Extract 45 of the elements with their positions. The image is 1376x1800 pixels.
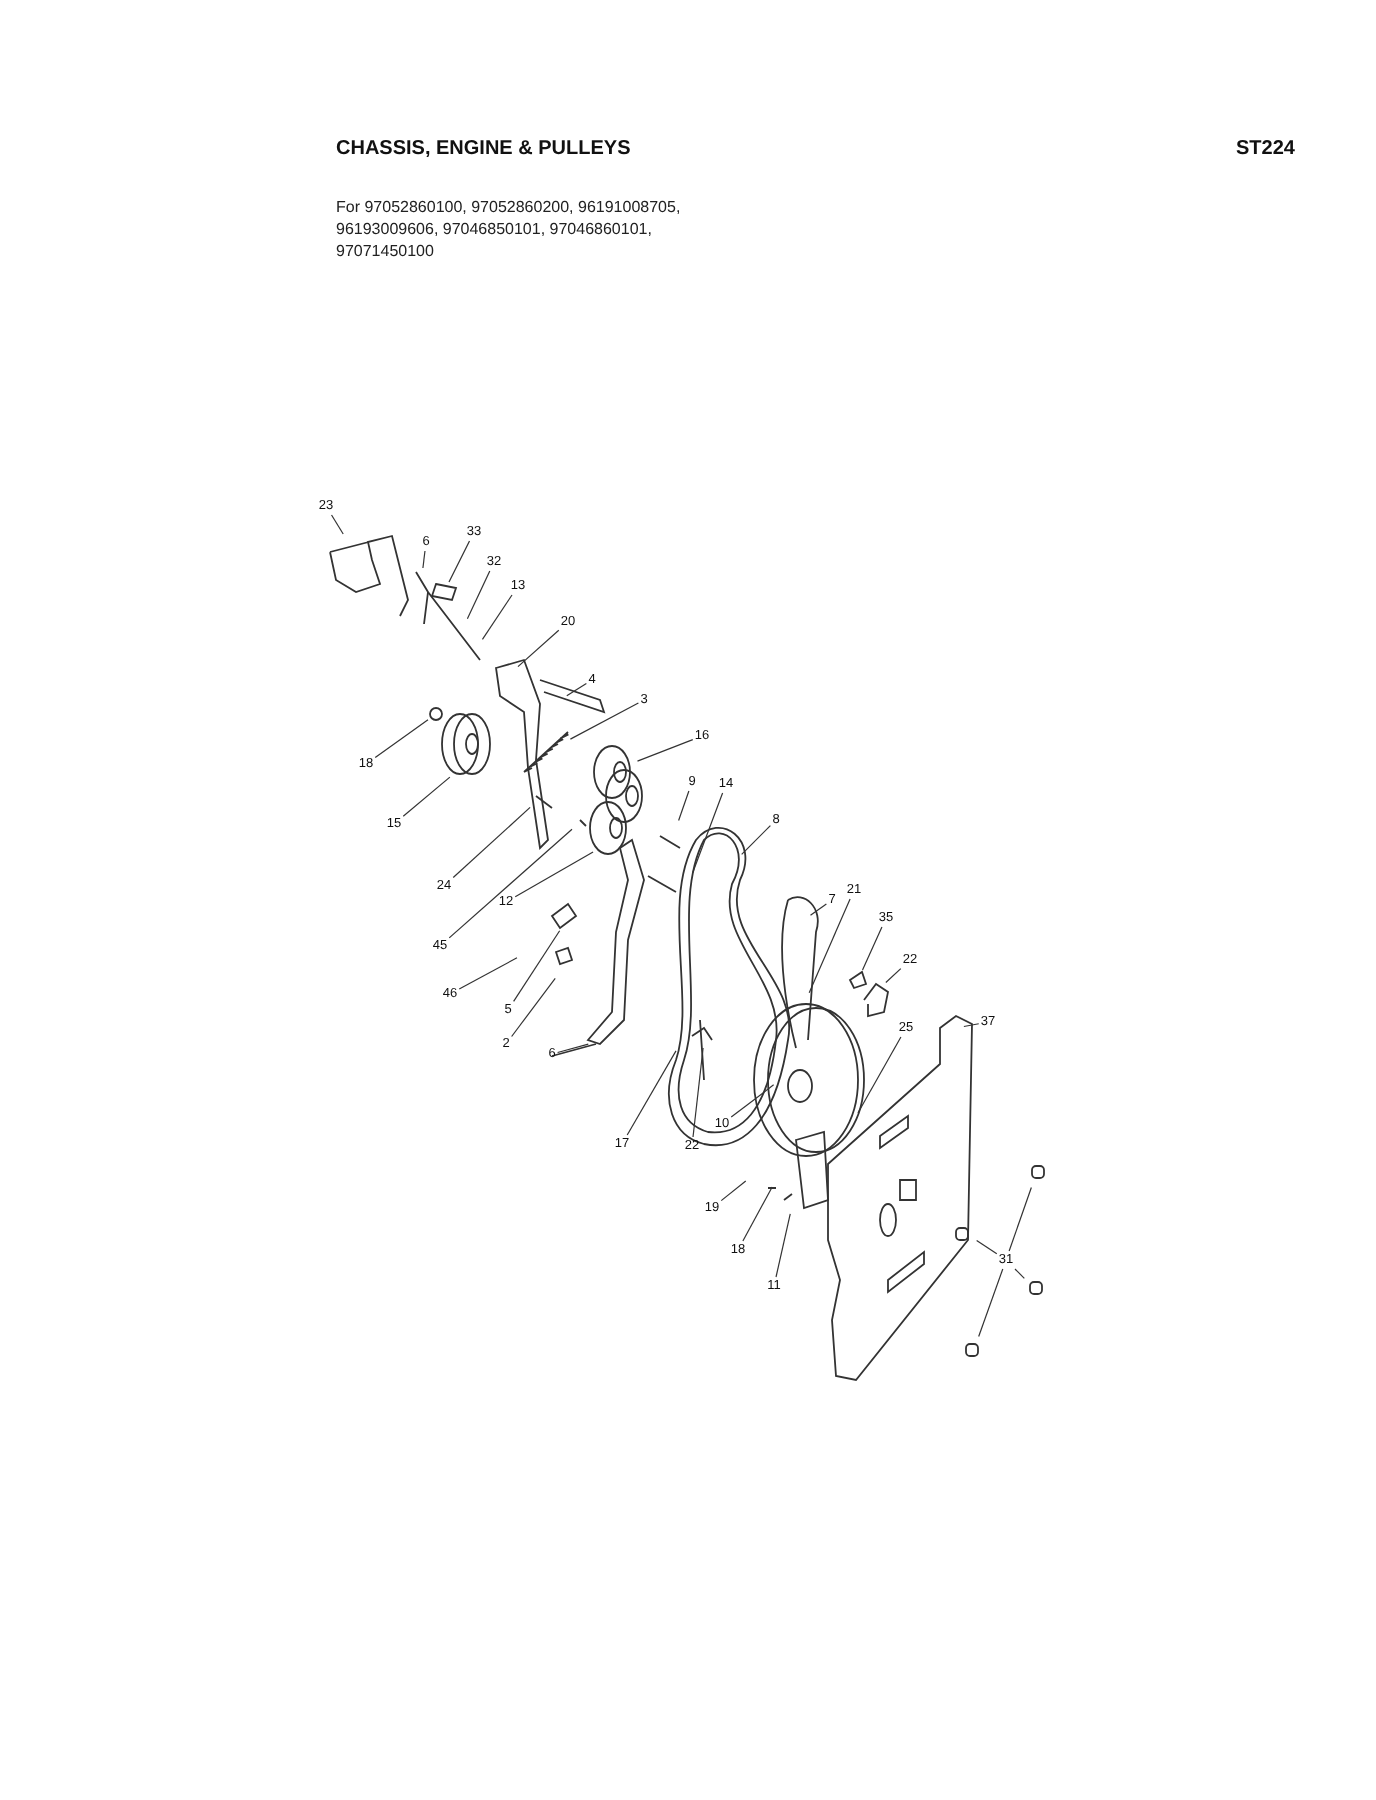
leader-line bbox=[466, 570, 491, 620]
leader-line bbox=[566, 682, 587, 697]
leader-line bbox=[636, 739, 694, 762]
leader-line bbox=[861, 926, 883, 971]
leader-line bbox=[742, 1186, 773, 1242]
page-title: CHASSIS, ENGINE & PULLEYS bbox=[336, 138, 631, 160]
leader-line bbox=[978, 1268, 1004, 1338]
leader-line bbox=[1014, 1268, 1025, 1279]
leader-line bbox=[775, 1213, 791, 1278]
bracket-part bbox=[329, 534, 409, 617]
leader-line bbox=[374, 719, 429, 758]
leader-line bbox=[448, 540, 471, 583]
leader-line bbox=[452, 806, 531, 879]
leader-line bbox=[809, 903, 827, 916]
leader-line bbox=[514, 851, 594, 898]
leader-line bbox=[692, 1047, 704, 1138]
leader-line bbox=[458, 957, 518, 990]
leader-line bbox=[517, 629, 560, 668]
model-number-note: For 97052860100, 97052860200, 96191008705, 96193009606, 97046850101, 97046860101, 97071450100 bbox=[336, 196, 683, 262]
leader-line bbox=[857, 1036, 902, 1114]
washer-part bbox=[429, 707, 443, 721]
leader-line bbox=[330, 514, 344, 535]
spring-part bbox=[523, 731, 570, 773]
leader-line bbox=[741, 825, 771, 855]
leader-line bbox=[976, 1239, 998, 1255]
leader-line bbox=[692, 792, 724, 874]
leader-line bbox=[626, 1050, 677, 1136]
leader-line bbox=[720, 1180, 747, 1202]
leader-line bbox=[402, 776, 451, 817]
nut-part bbox=[848, 970, 868, 990]
plate-part bbox=[430, 582, 458, 602]
leader-line bbox=[808, 898, 851, 994]
leader-line bbox=[557, 1043, 589, 1054]
leader-line bbox=[963, 1023, 980, 1028]
leader-line bbox=[730, 1084, 775, 1118]
leader-line bbox=[422, 550, 426, 569]
leader-line bbox=[513, 930, 561, 1002]
leader-line bbox=[569, 702, 639, 740]
leader-line bbox=[448, 828, 573, 939]
leader-line bbox=[511, 977, 556, 1038]
model-code: ST224 bbox=[1236, 138, 1295, 160]
leader-line bbox=[1008, 1186, 1032, 1252]
leader-line bbox=[885, 968, 902, 984]
leader-line bbox=[678, 790, 690, 822]
leader-line bbox=[481, 594, 513, 640]
